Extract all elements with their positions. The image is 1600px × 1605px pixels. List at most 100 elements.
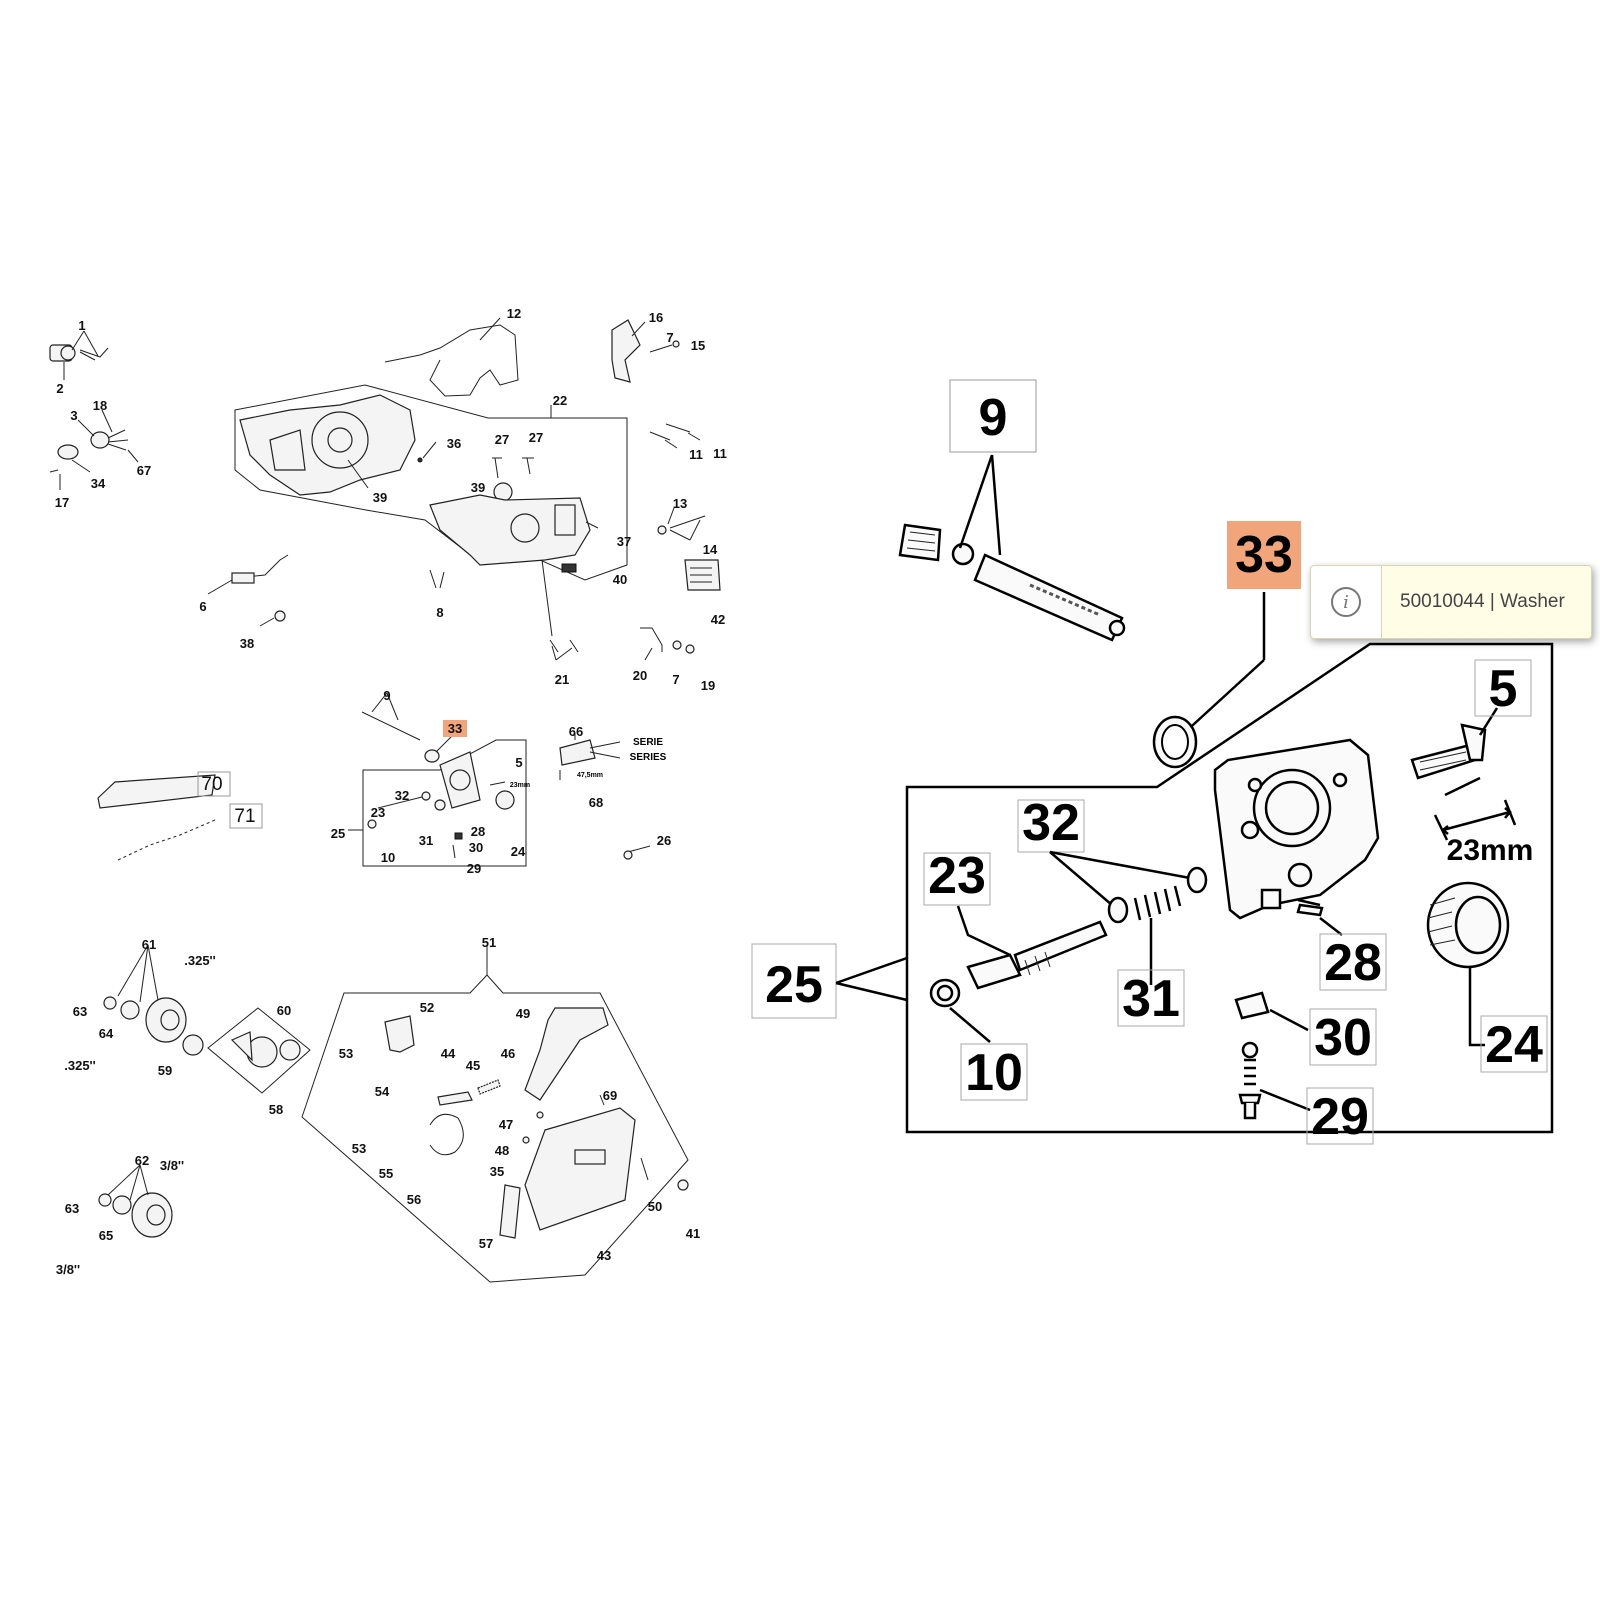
overview-note: 47,5mm [577,772,603,779]
overview-callout-label: 2 [56,381,63,396]
overview-callout-label: 49 [516,1006,530,1021]
overview-callout-label: 29 [467,861,481,876]
part-tooltip: i 50010044 | Washer [1310,565,1592,639]
callout-box [1306,1087,1374,1145]
overview-callout-label: 36 [447,436,461,451]
overview-callout-label: 56 [407,1192,421,1207]
overview-callout-label: 59 [158,1063,172,1078]
overview-callout-label: 7 [666,330,673,345]
overview-callout-label: 8 [436,605,443,620]
overview-callout-label: 33 [448,721,462,736]
overview-note: SERIES [630,752,667,763]
overview-callout-label: 27 [529,430,543,445]
detail-callout-label: 28 [1324,934,1382,992]
overview-callout-label: 31 [419,833,433,848]
overview-callout-label: 45 [466,1058,480,1073]
overview-callout-label: 57 [479,1236,493,1251]
callout-box [960,1043,1028,1101]
overview-callout-label: 7 [672,672,679,687]
overview-callout-label: 14 [703,542,718,557]
switch-part [49,344,109,362]
spring-part [1133,885,1182,921]
overview-callout-label: 30 [469,840,483,855]
overview-callout-label: 53 [352,1141,366,1156]
overview-callout-label: 39 [373,490,387,505]
overview-callout-label: 9 [383,688,390,703]
overview-callout-label: 34 [91,476,106,491]
filter-part [898,523,1126,642]
callout-box [1480,1015,1548,1073]
overview-callout-label: 38 [240,636,254,651]
overview-callout-label: 65 [99,1228,113,1243]
overview-callout-label: 70 [201,774,222,795]
overview-callout-label: 21 [555,672,569,687]
detail-callout-label: 29 [1311,1088,1369,1146]
pump-body [1213,738,1380,920]
overview-callout-label: .325'' [184,953,215,968]
overview-callout-label: 18 [93,398,107,413]
tooltip-icon-cell: i [1311,566,1382,638]
overview-callout-label: 66 [569,724,583,739]
overview-callout-label: 17 [55,495,69,510]
overview-callout-label: 58 [269,1102,283,1117]
overview-callout-label: 47 [499,1117,513,1132]
overview-callout-label: 52 [420,1000,434,1015]
overview-callout-label: 50 [648,1199,662,1214]
overview-callout-label: 54 [375,1084,390,1099]
overview-callout-label: 71 [234,806,255,827]
overview-callout-label: 5 [515,755,522,770]
overview-callout-label: 25 [331,826,345,841]
overview-callout-label: 39 [471,480,485,495]
overview-callout-label: 68 [589,795,603,810]
overview-callout-label: 11 [689,447,703,462]
overview-callout-label: 44 [441,1046,456,1061]
callout-box [1117,969,1185,1027]
overview-callout-label: 23 [371,805,385,820]
overview-callout-label: 41 [686,1226,700,1241]
overview-callout-label: 3/8'' [56,1262,80,1277]
overview-callout-label: 32 [395,788,409,803]
overview-callout-label: 3/8'' [160,1158,184,1173]
detail-callout-label: 32 [1022,794,1080,852]
detail-callout-label: 31 [1122,970,1180,1028]
detail-callout-label: 25 [765,956,823,1014]
info-icon: i [1331,587,1361,617]
overview-callout-label: 19 [701,678,715,693]
overview-callout-label: 10 [381,850,395,865]
highlight-box-33 [1227,521,1301,589]
overview-callout-label: 15 [691,338,705,353]
overview-callout-label: 62 [135,1153,149,1168]
overview-callout-label: 42 [711,612,725,627]
overview-callout-label: 37 [617,534,631,549]
overview-callout-label: 20 [633,668,647,683]
overview-callout-label: 61 [142,937,156,952]
callout-box [1474,659,1532,717]
overview-callout-label: 13 [673,496,687,511]
overview-callout-label: 40 [613,572,627,587]
overview-note: SERIE [633,737,663,748]
overview-callout-label: 69 [603,1088,617,1103]
detail-callout-label: 9 [979,389,1008,447]
detail-callout-label: 30 [1314,1009,1372,1067]
overview-callout-label: 48 [495,1143,509,1158]
detail-callout-label: 23 [928,847,986,905]
overview-callout-label: 63 [65,1201,79,1216]
overview-callout-label: 67 [137,463,151,478]
overview-callout-label: 3 [70,408,77,423]
detail-callout-label: 24 [1485,1016,1543,1074]
overview-callout-label: 6 [199,599,206,614]
overview-callout-label: .325'' [64,1058,95,1073]
callout-box [1309,1008,1377,1066]
overview-callout-label: 35 [490,1164,504,1179]
overview-callout-label: 28 [471,824,485,839]
overview-callout-label: 16 [649,310,663,325]
overview-callout-label: 55 [379,1166,393,1181]
overview-callout-label: 11 [713,446,727,461]
screw-part [1238,1041,1262,1120]
detail-callout-label: 23mm [1447,834,1534,867]
overview-callout-label: 27 [495,432,509,447]
overview-callout-label: 63 [73,1004,87,1019]
overview-callout-label: 53 [339,1046,353,1061]
